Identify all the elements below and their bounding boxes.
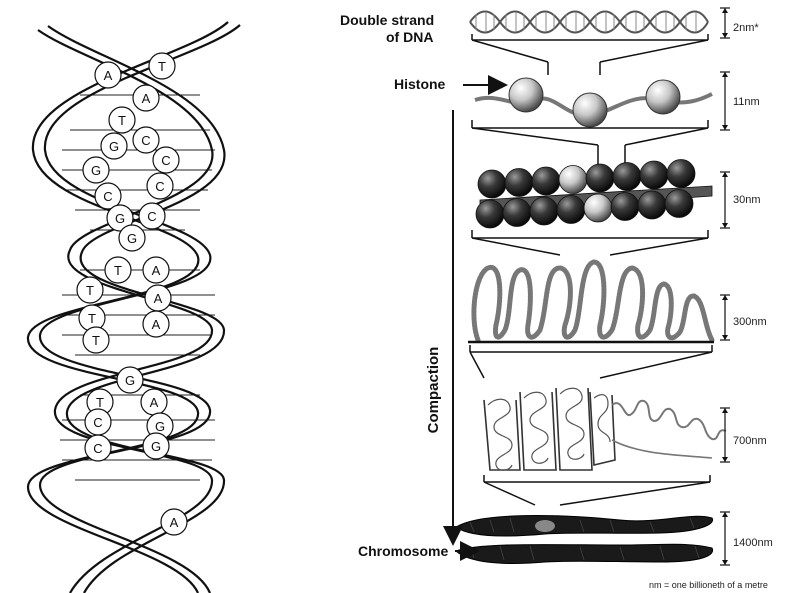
looped-domain-level [474, 262, 712, 340]
connector-lines-5 [484, 475, 710, 505]
nucleosome-sphere [478, 170, 506, 198]
histone-sphere-3 [646, 80, 680, 114]
condensed-section-level [484, 388, 726, 470]
histone-sphere-1 [509, 78, 543, 112]
nucleosome-sphere [530, 197, 558, 225]
base-letter: G [109, 139, 119, 154]
base-letter: C [161, 153, 170, 168]
base-letter: A [104, 68, 113, 83]
base-letter: G [151, 439, 161, 454]
nucleosome-sphere [586, 164, 614, 192]
size-label-1400nm: 1400nm [733, 537, 773, 549]
histone-label: Histone [394, 76, 445, 92]
base-letter: T [86, 283, 94, 298]
base-letter: G [91, 163, 101, 178]
nucleosome-sphere [476, 200, 504, 228]
base-letter: C [93, 415, 102, 430]
unit-footnote: nm = one billioneth of a metre [649, 580, 768, 590]
base-letter: C [93, 441, 102, 456]
histone-sphere-2 [573, 93, 607, 127]
nucleosome-sphere [584, 194, 612, 222]
nucleosome-sphere [505, 169, 533, 197]
nucleosome-sphere [557, 196, 585, 224]
base-letter: T [114, 263, 122, 278]
chromosome-label: Chromosome [358, 543, 448, 559]
nucleosome-sphere [532, 167, 560, 195]
dna-strand-level [470, 12, 708, 33]
base-letter: C [147, 209, 156, 224]
base-letter: C [155, 179, 164, 194]
connector-lines-3 [472, 230, 708, 255]
size-label-700nm: 700nm [733, 435, 767, 447]
size-label-11nm: 11nm [733, 96, 760, 108]
base-letter: A [154, 291, 163, 306]
base-letter: A [150, 395, 159, 410]
base-letter: C [103, 189, 112, 204]
dna-label-line2: of DNA [386, 29, 433, 45]
size-label-300nm: 300nm [733, 316, 767, 328]
connector-lines-1 [472, 34, 708, 75]
nucleosome-level [475, 78, 712, 127]
base-letter: G [115, 211, 125, 226]
base-letter: G [155, 419, 165, 434]
base-letter: A [152, 317, 161, 332]
base-letter: G [127, 231, 137, 246]
size-label-30nm: 30nm [733, 194, 761, 206]
nucleosome-sphere [638, 191, 666, 219]
base-letter: T [88, 311, 96, 326]
nucleosome-sphere [559, 166, 587, 194]
solenoid-fiber-level [476, 160, 712, 229]
base-letter: T [96, 395, 104, 410]
base-letter: T [158, 59, 166, 74]
nucleosome-sphere [667, 160, 695, 188]
base-letter: A [170, 515, 179, 530]
base-letter: A [142, 91, 151, 106]
base-letter: C [141, 133, 150, 148]
nucleosome-sphere [640, 161, 668, 189]
nucleosome-sphere [503, 199, 531, 227]
compaction-label: Compaction [425, 347, 442, 434]
base-letter: T [118, 113, 126, 128]
nucleosome-sphere [611, 193, 639, 221]
base-letter: T [92, 333, 100, 348]
size-brackets [720, 8, 730, 565]
nucleosome-sphere [665, 190, 693, 218]
chromosome-level [456, 516, 713, 564]
dna-label-line1: Double strand [340, 12, 434, 28]
connector-lines-4 [470, 345, 712, 378]
size-label-2nm: 2nm* [733, 22, 759, 34]
nucleosome-sphere [613, 163, 641, 191]
base-letter: G [125, 373, 135, 388]
base-letter: A [152, 263, 161, 278]
compaction-diagram: Compaction [425, 8, 730, 565]
